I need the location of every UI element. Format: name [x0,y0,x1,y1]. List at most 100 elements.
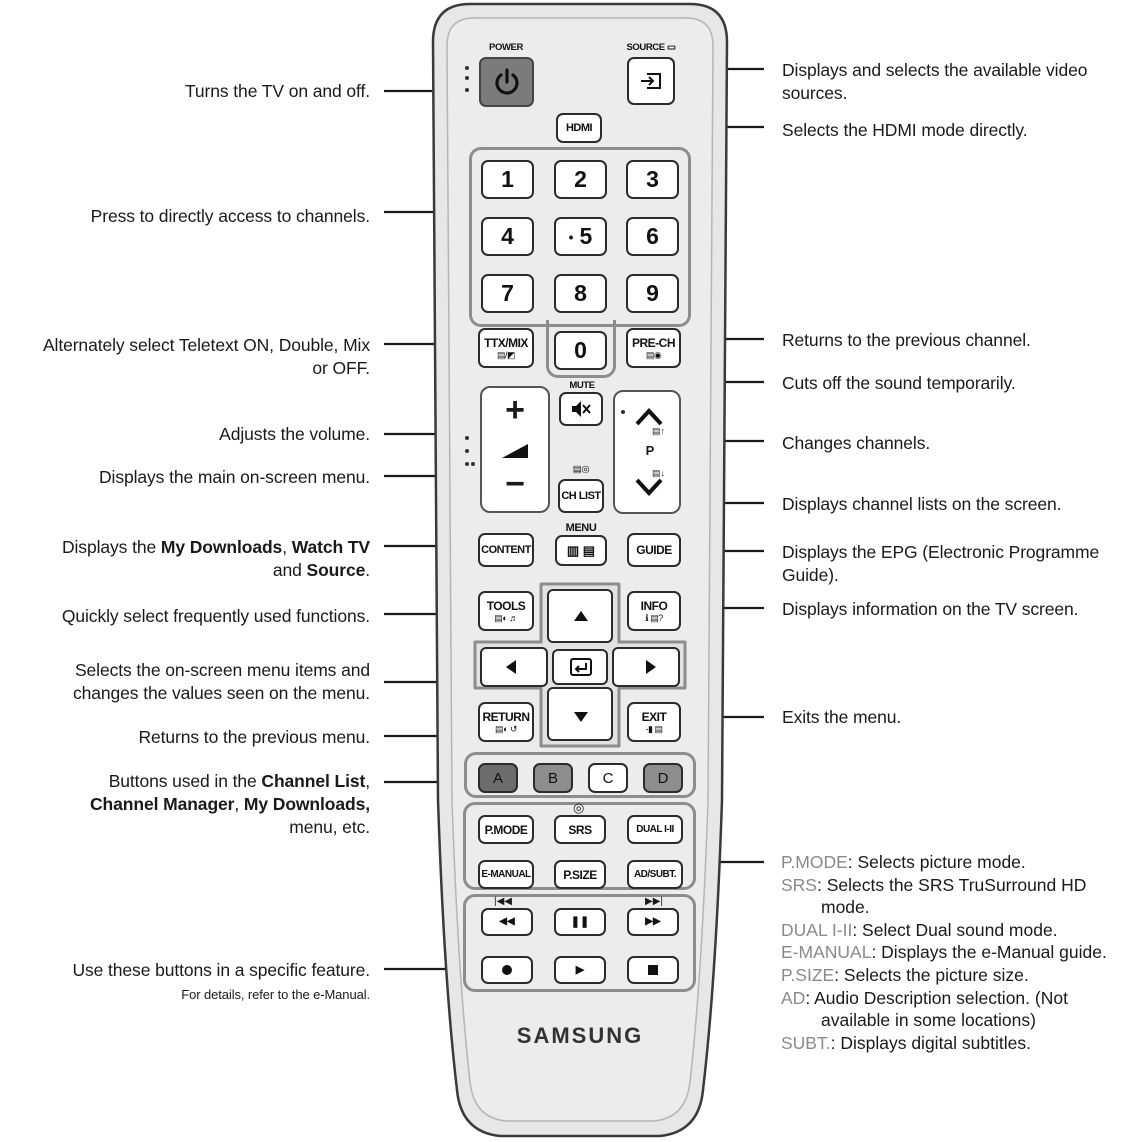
channel-icon-top: ▤↑ [652,426,666,436]
record-button[interactable] [481,956,533,984]
fast-forward-icon: ▶▶ [645,916,661,927]
pre-ch-button[interactable]: PRE-CH▤◉ [626,328,681,368]
channel-p-label: P [645,443,655,458]
return-icon: ▤◐ ↺ [495,723,517,734]
menu-caption: MENU [565,522,597,534]
ttx-icon: ▤/◩ [496,349,516,360]
label-exit: Exits the menu. [782,707,902,727]
skip-back-icon: |◀◀ [494,896,512,907]
label-tools: Quickly select frequently used functions… [61,606,370,626]
label-volume: Adjusts the volume. [219,424,370,444]
mute-caption: MUTE [569,380,595,391]
note-emanual: E-MANUAL: Displays the e-Manual guide. [781,942,1107,963]
volume-down-button[interactable]: − [505,465,525,503]
note-pmode: P.MODE: Selects picture mode. [781,852,1026,872]
rewind-icon: ◀◀ [499,916,515,927]
hdmi-button[interactable]: HDMI [556,113,602,143]
label-ttx: Alternately select Teletext ON, Double, … [42,335,370,378]
number-pad-group [469,147,691,327]
skip-forward-icon: ▶▶| [645,896,663,907]
label-power: Turns the TV on and off. [184,81,370,101]
tools-icon: ▤◐ ♬ [494,612,518,623]
label-return: Returns to the previous menu. [138,727,370,747]
dpad-left-button[interactable] [482,649,546,685]
power-icon [494,68,519,95]
label-chlist: Displays channel lists on the screen. [782,494,1062,514]
label-feature: Use these buttons in a specific feature.… [72,960,370,1002]
label-prech: Returns to the previous channel. [782,330,1031,350]
ch-list-icon: ▤◎ [572,464,590,475]
stop-button[interactable] [627,956,679,984]
source-button[interactable] [627,57,675,105]
arrow-right-icon [646,660,656,674]
digit-8[interactable]: 8 [554,274,607,313]
dual-button[interactable]: DUAL I-II [627,815,683,844]
tools-button[interactable]: TOOLS▤◐ ♬ [478,591,534,631]
power-button[interactable] [479,57,534,107]
p-mode-button[interactable]: P.MODE [478,815,534,844]
label-info: Displays information on the TV screen. [782,599,1079,619]
label-feature-note: For details, refer to the e-Manual. [181,987,370,1002]
guide-button[interactable]: GUIDE [627,533,681,567]
srs-button[interactable]: SRS [554,815,606,844]
digit-9[interactable]: 9 [626,274,679,313]
fast-forward-button[interactable]: ▶▶ [627,908,679,936]
dpad-up-button[interactable] [548,595,612,639]
rewind-button[interactable]: ◀◀ [481,908,533,936]
p-size-button[interactable]: P.SIZE [554,860,606,889]
exit-button[interactable]: EXIT-▮ ▤ [627,702,681,742]
note-srs-cont: mode. [821,897,870,918]
zero-group [546,320,616,378]
note-srs: SRS: Selects the SRS TruSurround HD [781,874,1087,895]
digit-5[interactable]: •5 [554,217,607,256]
srs-logo-icon: ◎ [573,800,585,815]
digit-3[interactable]: 3 [626,160,679,199]
label-numbers: Press to directly access to channels. [90,206,370,226]
brand-logo: SAMSUNG [516,1023,644,1048]
media-keys-group [463,894,696,992]
play-button[interactable]: ▶ [554,956,606,984]
digit-4[interactable]: 4 [481,217,534,256]
ch-list-button[interactable]: CH LIST [558,479,604,513]
color-key-c[interactable]: C [588,763,628,793]
arrow-down-icon [574,712,588,722]
dpad-down-button[interactable] [548,692,612,736]
source-icon [641,73,661,89]
power-caption: POWER [489,42,523,53]
mute-button[interactable] [559,392,603,426]
digit-0[interactable]: 0 [554,331,607,370]
color-key-d[interactable]: D [643,763,683,793]
enter-button[interactable] [555,651,607,683]
note-ad-cont: available in some locations) [821,1010,1036,1031]
pause-button[interactable]: ❚❚ [554,908,606,936]
channel-up-icon[interactable] [633,406,665,428]
ad-subt-button[interactable]: AD/SUBT. [627,860,683,889]
content-button[interactable]: CONTENT [478,533,534,567]
arrow-up-icon [574,611,588,621]
volume-up-button[interactable]: + [505,391,525,429]
menu-button[interactable]: ▥ ▤ [555,535,607,566]
note-psize: P.SIZE: Selects the picture size. [781,964,1029,985]
label-menu: Displays the main on-screen menu. [99,467,370,487]
digit-6[interactable]: 6 [626,217,679,256]
color-key-a[interactable]: A [478,763,518,793]
channel-down-icon[interactable] [633,476,665,498]
note-dual: DUAL I-II: Select Dual sound mode. [781,919,1058,940]
note-subt: SUBT.: Displays digital subtitles. [781,1032,1031,1053]
color-keys-group [464,752,696,798]
digit-2[interactable]: 2 [554,160,607,199]
channel-icon-bottom: ▤↓ [652,468,666,478]
ttx-mix-button[interactable]: TTX/MIX▤/◩ [478,328,534,368]
digit-7[interactable]: 7 [481,274,534,313]
menu-icon: ▥ ▤ [566,543,596,558]
return-button[interactable]: RETURN▤◐ ↺ [478,702,534,742]
color-key-b[interactable]: B [533,763,573,793]
label-hdmi: Selects the HDMI mode directly. [782,120,1028,140]
digit-1[interactable]: 1 [481,160,534,199]
source-caption: SOURCE ▭ [626,42,676,53]
dpad-right-button[interactable] [614,649,678,685]
pause-icon: ❚❚ [570,915,590,928]
e-manual-button[interactable]: E-MANUAL [478,860,534,889]
